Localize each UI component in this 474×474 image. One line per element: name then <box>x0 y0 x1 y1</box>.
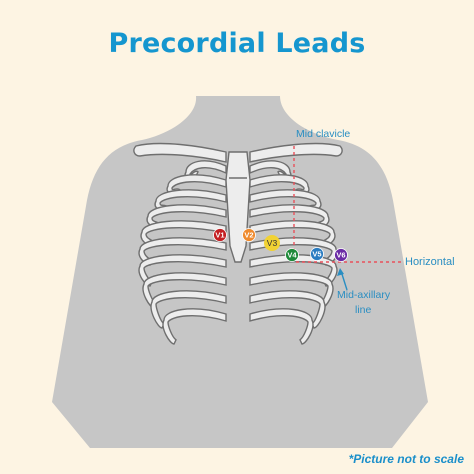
torso-silhouette <box>52 96 428 448</box>
lead-label: V4 <box>287 251 297 260</box>
lead-label: V1 <box>215 231 224 240</box>
lead-marker <box>334 248 348 262</box>
horizontal-label: Horizontal <box>405 256 455 268</box>
rib <box>184 160 227 178</box>
lead-v1: V1 <box>213 228 227 242</box>
lead-marker <box>310 247 324 261</box>
lead-v2: V2 <box>242 228 256 242</box>
lead-marker <box>264 235 280 251</box>
lead-marker <box>242 228 256 242</box>
right-clavicle <box>249 142 343 163</box>
mid-clavicle-label: Mid clavicle <box>296 128 351 140</box>
mid-axillary-arrow <box>337 268 348 291</box>
lead-v6: V6 <box>334 248 348 262</box>
scale-note: *Picture not to scale <box>348 452 464 466</box>
lead-v5: V5 <box>310 247 324 261</box>
rib <box>162 308 227 345</box>
rib <box>249 160 292 178</box>
lead-marker <box>285 248 299 262</box>
sternum <box>225 151 251 263</box>
left-clavicle <box>133 142 227 163</box>
mid-axillary-label-line: line <box>355 304 372 316</box>
lead-label: V5 <box>312 250 321 259</box>
lead-marker <box>213 228 227 242</box>
lead-label: V3 <box>267 238 278 248</box>
lead-label: V2 <box>244 231 253 240</box>
rib <box>249 308 314 345</box>
lead-label: V6 <box>336 251 345 260</box>
lead-v4: V4 <box>285 248 299 262</box>
lead-v3: V3 <box>264 235 280 251</box>
mid-axillary-label: Mid-axillary <box>337 289 391 301</box>
page-title: Precordial Leads <box>108 28 366 59</box>
